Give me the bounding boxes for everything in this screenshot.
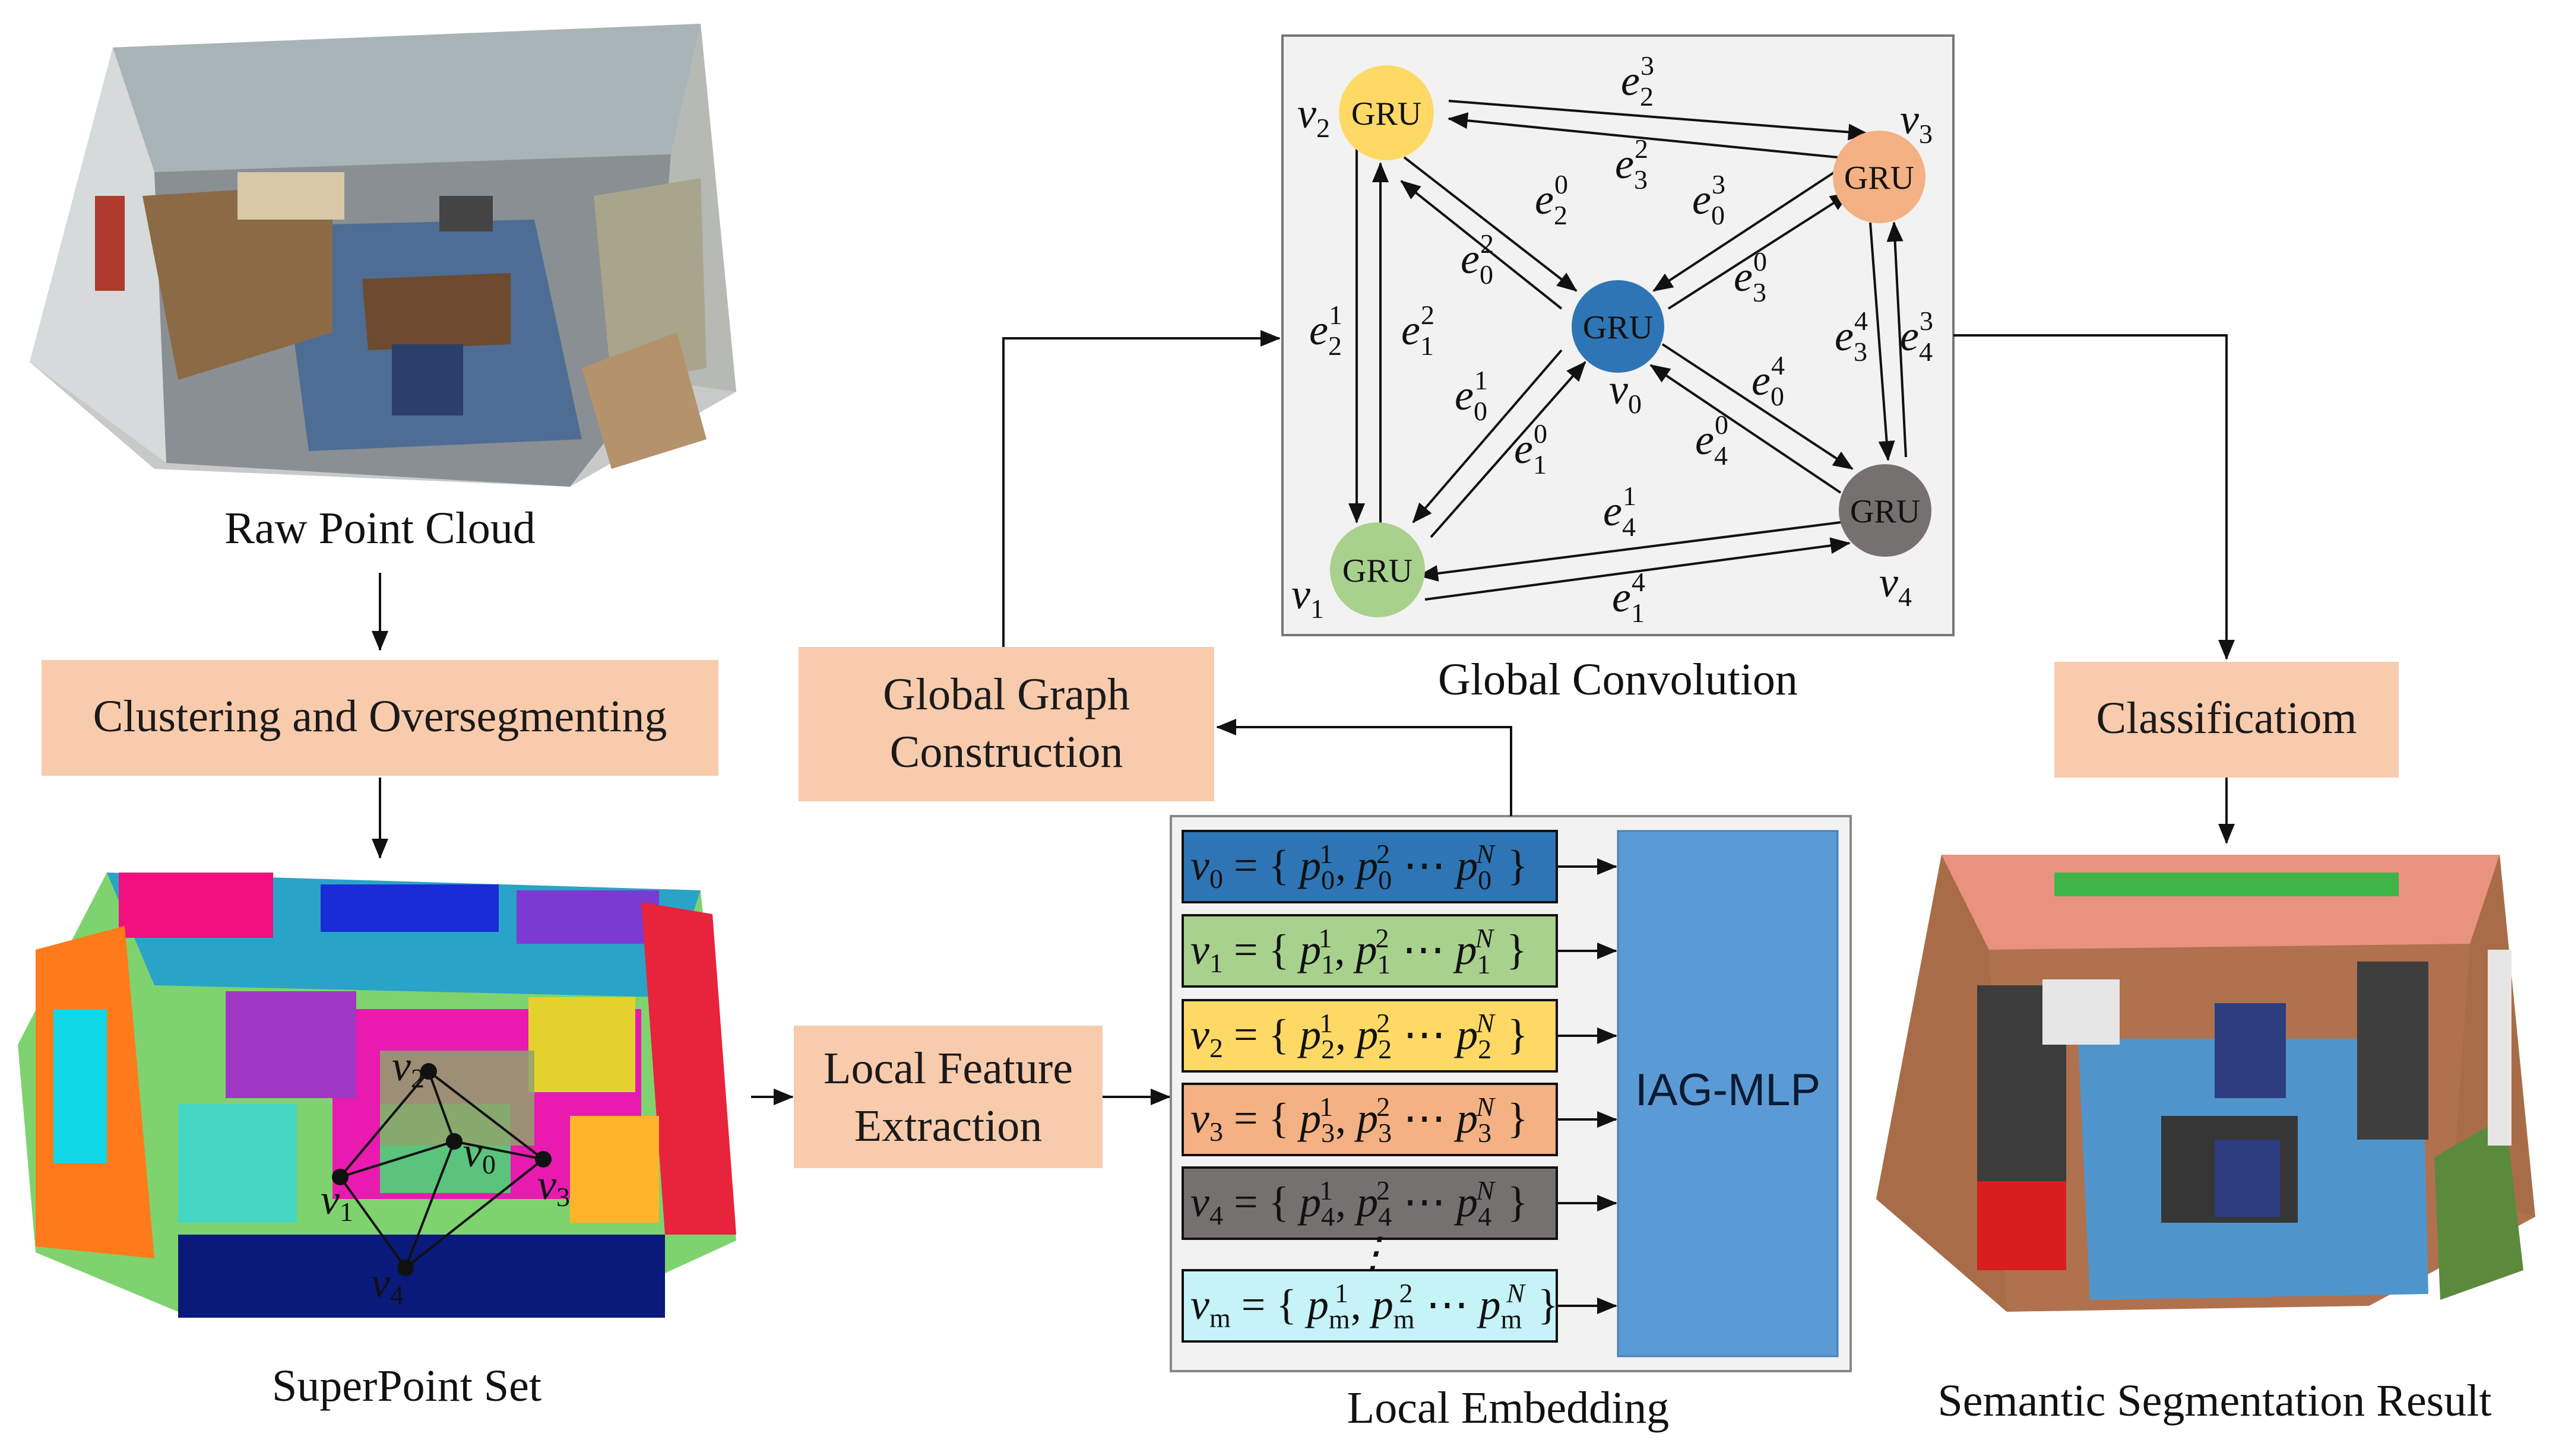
gru-node-v1-label: GRU bbox=[1342, 553, 1412, 589]
global-graph-label-2: Construction bbox=[890, 727, 1123, 777]
gru-node-v4-label: GRU bbox=[1850, 493, 1920, 530]
embedding-row-box bbox=[1182, 914, 1558, 988]
gru-node-v2-label: GRU bbox=[1351, 96, 1421, 132]
iag-mlp-block: IAG-MLP bbox=[1617, 830, 1839, 1357]
edge-label-e43: e43 bbox=[1900, 306, 1933, 367]
embedding-row-box bbox=[1182, 830, 1558, 903]
embedding-rows: v0 = { p01, p02 ⋯ p0N } v1 = { p11, p12 ⋯… bbox=[1182, 830, 1617, 1343]
gru-node-v0 bbox=[1572, 280, 1664, 373]
global-graph-label-1: Global Graph bbox=[883, 670, 1130, 719]
sp-label-v1: v1 bbox=[321, 1176, 353, 1227]
embedding-row-v0: v0 = { p01, p02 ⋯ p0N } bbox=[1182, 830, 1617, 903]
classification-box: Classificatiom bbox=[2054, 662, 2399, 778]
gru-node-v4 bbox=[1839, 464, 1931, 557]
edge-label-e32: e32 bbox=[1615, 134, 1648, 195]
embedding-ellipsis: ⋮ bbox=[1351, 1229, 1394, 1277]
edge-label-e21: e21 bbox=[1309, 300, 1342, 361]
arrow-global-graph-to-convolution bbox=[1002, 330, 1281, 647]
embedding-row-formula: v0 = { p01, p02 ⋯ p0N } bbox=[1190, 839, 1528, 895]
embedding-row-vm: vm = { pm1, pm2 ⋯ pmN } bbox=[1182, 1269, 1617, 1343]
embedding-row-v1: v1 = { p11, p12 ⋯ p1N } bbox=[1182, 914, 1617, 988]
embedding-row-v2: v2 = { p21, p22 ⋯ p2N } bbox=[1182, 999, 1617, 1073]
local-feature-extraction-box: Local Feature Extraction bbox=[794, 1026, 1103, 1168]
iag-mlp-label: IAG-MLP bbox=[1635, 1065, 1821, 1115]
local-feature-label-2: Extraction bbox=[854, 1101, 1043, 1151]
embedding-row-formula: v1 = { p11, p12 ⋯ p1N } bbox=[1190, 923, 1527, 979]
superpoint-set-image bbox=[18, 873, 736, 1318]
edge-label-e23: e23 bbox=[1621, 50, 1654, 112]
clustering-box: Clustering and Oversegmenting bbox=[42, 660, 718, 776]
embedding-row-formula: vm = { pm1, pm2 ⋯ pmN } bbox=[1190, 1278, 1559, 1334]
gru-node-v3-label: GRU bbox=[1844, 160, 1914, 196]
local-feature-label-1: Local Feature bbox=[824, 1043, 1073, 1093]
embedding-row-formula: v3 = { p31, p32 ⋯ p3N } bbox=[1190, 1092, 1528, 1148]
edge-label-e02: e02 bbox=[1461, 229, 1494, 290]
classification-label: Classificatiom bbox=[2096, 693, 2357, 743]
edge-label-e41: e41 bbox=[1603, 481, 1636, 542]
embedding-row-box bbox=[1182, 999, 1558, 1073]
arrow-embedding-to-global-graph bbox=[1216, 719, 1512, 816]
edge-label-e34: e34 bbox=[1835, 306, 1868, 367]
caption-raw-point-cloud: Raw Point Cloud bbox=[224, 503, 536, 553]
edge-label-e30: e30 bbox=[1734, 246, 1767, 307]
clustering-label: Clustering and Oversegmenting bbox=[93, 691, 667, 741]
edge-label-e04: e04 bbox=[1752, 350, 1785, 411]
edge-label-e10: e10 bbox=[1514, 418, 1547, 480]
caption-semantic-segmentation: Semantic Segmentation Result bbox=[1938, 1376, 2492, 1426]
embedding-row-formula: v4 = { p41, p42 ⋯ p4N } bbox=[1190, 1175, 1528, 1232]
embedding-row-box bbox=[1182, 1083, 1558, 1156]
edge-label-e12: e12 bbox=[1401, 300, 1434, 361]
global-graph-construction-box: Global Graph Construction bbox=[799, 647, 1214, 801]
gru-node-v1 bbox=[1330, 522, 1425, 617]
embedding-row-box bbox=[1182, 1166, 1558, 1240]
gru-graph: GRU GRU GRU GRU GRU v2 v3 v0 v1 v4 e23 e… bbox=[1291, 50, 1933, 628]
caption-superpoint-set: SuperPoint Set bbox=[272, 1361, 541, 1411]
edge-label-e14: e14 bbox=[1612, 567, 1645, 628]
edge-label-e20: e20 bbox=[1535, 169, 1568, 230]
edge-label-e40: e40 bbox=[1695, 410, 1728, 471]
raw-point-cloud-image bbox=[30, 24, 736, 487]
embedding-row-v3: v3 = { p31, p32 ⋯ p3N } bbox=[1182, 1083, 1617, 1156]
embedding-row-v4: v4 = { p41, p42 ⋯ p4N } bbox=[1182, 1166, 1617, 1240]
gru-node-v2 bbox=[1339, 65, 1434, 160]
gru-node-v0-label: GRU bbox=[1583, 309, 1653, 346]
edge-label-e03: e03 bbox=[1692, 169, 1725, 230]
caption-local-embedding: Local Embedding bbox=[1347, 1383, 1669, 1433]
semantic-segmentation-image bbox=[1876, 855, 2535, 1312]
caption-global-convolution: Global Convolution bbox=[1438, 655, 1798, 705]
embedding-row-formula: v2 = { p21, p22 ⋯ p2N } bbox=[1190, 1008, 1528, 1064]
embedding-row-box bbox=[1182, 1269, 1558, 1343]
edge-label-e01: e01 bbox=[1455, 365, 1488, 426]
arrow-convolution-to-classification bbox=[1953, 334, 2235, 660]
gru-node-v3 bbox=[1833, 131, 1925, 223]
